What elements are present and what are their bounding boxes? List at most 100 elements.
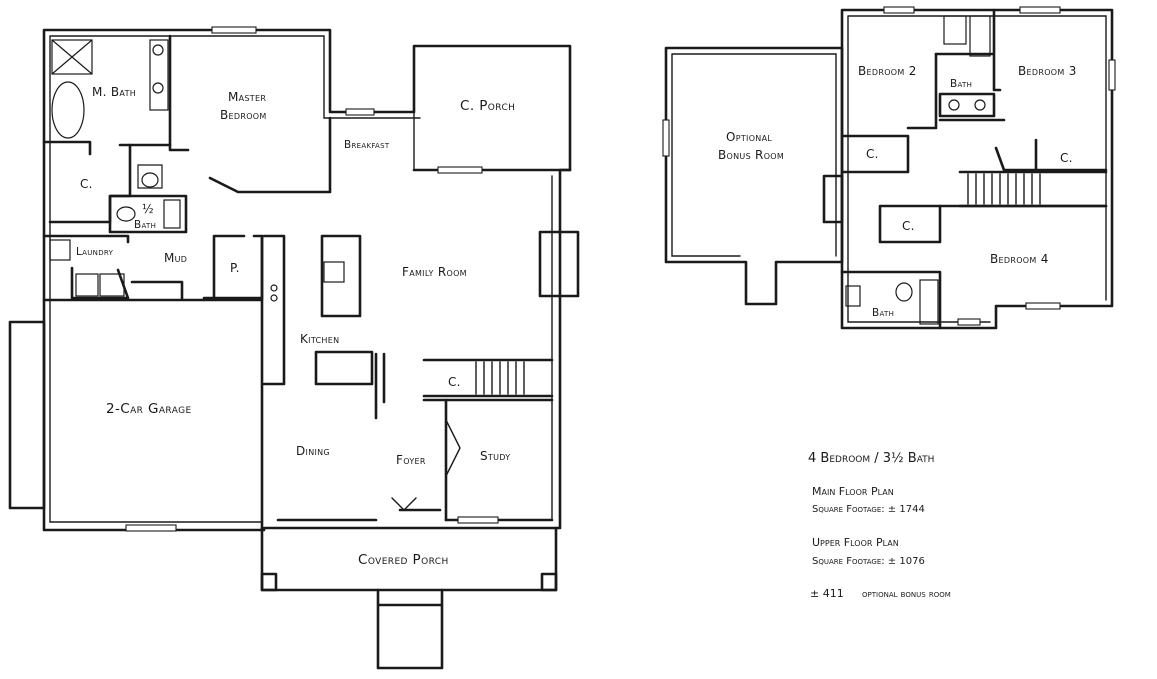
plan-notes: 4 Bedroom / 3½ Bath Main Floor Plan Squa… bbox=[808, 451, 951, 600]
upper-chimney bbox=[822, 174, 844, 224]
room-label-c-porch: C. Porch bbox=[460, 98, 515, 114]
bedroom4-walls bbox=[840, 204, 1108, 330]
vanity-sink bbox=[974, 99, 986, 111]
room-label-half-bath-word: Bath bbox=[134, 219, 156, 231]
lower-bath-tub bbox=[919, 279, 939, 325]
room-label-bedroom2-closet: C. bbox=[866, 147, 879, 161]
room-label-half-bath-num: ½ bbox=[142, 202, 154, 216]
note-main-title: Main Floor Plan bbox=[812, 485, 894, 498]
covered-porch-outline bbox=[260, 526, 558, 592]
m-bath-walls bbox=[42, 140, 172, 156]
room-label-bedroom-3: Bedroom 3 bbox=[1018, 64, 1077, 78]
upper-stair-walls bbox=[958, 170, 1108, 208]
kitchen-island bbox=[320, 234, 362, 318]
window bbox=[437, 166, 483, 174]
island-sink bbox=[323, 261, 345, 283]
room-label-master-line2: Bedroom bbox=[220, 108, 267, 122]
room-label-laundry: Laundry bbox=[76, 246, 114, 258]
fireplace bbox=[538, 230, 580, 298]
room-label-bedroom-4: Bedroom 4 bbox=[990, 252, 1049, 266]
laundry-mud-walls bbox=[42, 234, 264, 300]
window bbox=[125, 524, 177, 532]
dining-foyer-walls bbox=[276, 508, 442, 522]
room-label-m-bath: M. Bath bbox=[92, 85, 136, 99]
note-bonus-amount: ± 411 bbox=[810, 587, 844, 600]
toilet-bowl bbox=[141, 172, 159, 188]
room-label-bedroom-2: Bedroom 2 bbox=[858, 64, 917, 78]
room-label-upper-bath: Bath bbox=[950, 78, 972, 90]
porch-post bbox=[540, 572, 558, 592]
room-label-lower-bath: Bath bbox=[872, 307, 894, 319]
upper-floor-labels: Optional Bonus Room Bedroom 2 Bath Bedro… bbox=[718, 64, 1077, 319]
laundry-sink bbox=[49, 239, 71, 261]
note-summary: 4 Bedroom / 3½ Bath bbox=[808, 451, 934, 466]
vanity-sink bbox=[948, 99, 960, 111]
note-upper-sqft: Square Footage: ± 1076 bbox=[812, 556, 925, 567]
room-label-breakfast: Breakfast bbox=[344, 139, 390, 151]
lower-bath-sink bbox=[845, 285, 861, 307]
window bbox=[457, 516, 499, 524]
kitchen-fridge-counter bbox=[314, 350, 374, 386]
window bbox=[883, 6, 915, 14]
window bbox=[345, 108, 375, 116]
study-door bbox=[445, 419, 461, 477]
vanity-fixture bbox=[149, 39, 169, 111]
main-floor-exterior-inner bbox=[49, 35, 553, 523]
kitchen-wall-column bbox=[374, 352, 386, 420]
upper-stair-treads bbox=[967, 173, 1041, 205]
half-bath-sink bbox=[163, 199, 181, 229]
room-label-bonus-line1: Optional bbox=[726, 130, 772, 144]
room-label-bedroom4-closet: C. bbox=[902, 219, 915, 233]
cooktop-burner bbox=[270, 284, 278, 292]
tub-fixture bbox=[51, 81, 85, 139]
room-label-stair-closet: C. bbox=[448, 375, 461, 389]
sink-fixture bbox=[152, 44, 164, 56]
room-label-mud: Mud bbox=[164, 251, 187, 265]
porch-steps bbox=[376, 588, 444, 670]
room-label-dining: Dining bbox=[296, 444, 330, 458]
note-bonus-label: optional bonus room bbox=[862, 589, 951, 600]
garage-overhang bbox=[8, 320, 46, 510]
window bbox=[1108, 59, 1116, 91]
shower-cross bbox=[51, 39, 93, 75]
bath-tub bbox=[969, 15, 991, 57]
window bbox=[211, 26, 257, 34]
room-label-pantry: P. bbox=[230, 261, 240, 275]
washer-fixture bbox=[75, 273, 99, 297]
window bbox=[957, 318, 981, 326]
bedroom2-walls bbox=[840, 52, 938, 174]
room-label-foyer: Foyer bbox=[396, 453, 426, 467]
window bbox=[662, 119, 670, 157]
porch-post bbox=[260, 572, 278, 592]
room-label-family-room: Family Room bbox=[402, 265, 467, 279]
upper-floor-exterior-wall bbox=[840, 8, 1114, 330]
room-label-bonus-line2: Bonus Room bbox=[718, 148, 784, 162]
front-door bbox=[391, 497, 417, 511]
bedroom4-closet bbox=[878, 204, 942, 244]
stair-walls bbox=[422, 358, 554, 522]
bonus-room-walls bbox=[664, 46, 844, 306]
room-label-bedroom3-closet: C. bbox=[1060, 151, 1073, 165]
bath-vanity bbox=[938, 92, 996, 118]
window bbox=[1025, 302, 1061, 310]
room-label-master-closet: C. bbox=[80, 177, 93, 191]
cooktop-burner bbox=[270, 294, 278, 302]
main-floor-plan bbox=[8, 26, 580, 670]
room-label-master-line1: Master bbox=[228, 90, 266, 104]
dryer-fixture bbox=[99, 273, 125, 297]
room-label-study: Study bbox=[480, 449, 510, 463]
note-upper-title: Upper Floor Plan bbox=[812, 536, 899, 549]
room-label-garage: 2-Car Garage bbox=[106, 401, 192, 417]
main-floor-labels: M. Bath Master Bedroom C. ½ Bath Laundry… bbox=[76, 85, 515, 568]
note-main-sqft: Square Footage: ± 1744 bbox=[812, 504, 925, 515]
half-bath-walls bbox=[108, 194, 188, 234]
sink-fixture bbox=[152, 82, 164, 94]
bath-walls bbox=[934, 8, 1002, 92]
bath-toilet bbox=[943, 15, 967, 45]
shower-fixture bbox=[51, 39, 93, 75]
lower-bath-toilet bbox=[895, 282, 913, 302]
toilet-fixture bbox=[137, 164, 163, 189]
room-label-kitchen: Kitchen bbox=[300, 332, 339, 346]
kitchen-counter bbox=[262, 234, 286, 386]
